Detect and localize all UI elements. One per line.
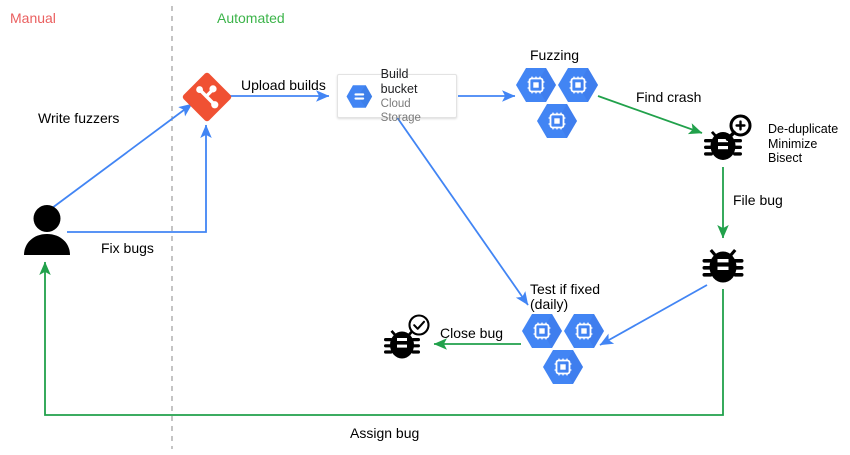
node-label-test-if-fixed: Test if fixed <box>530 281 601 297</box>
node-build-bucket[interactable]: Build bucket Cloud Storage <box>337 67 457 124</box>
edge-label-close-bug: Close bug <box>440 325 504 341</box>
edge-label-find-crash: Find crash <box>636 89 702 105</box>
compute-engine-hexagon-icon[interactable] <box>543 350 583 384</box>
edge-label-upload-builds: Upload builds <box>241 77 326 93</box>
node-developer[interactable] <box>22 203 72 256</box>
build-bucket-subtitle: Cloud Storage <box>380 98 421 124</box>
build-bucket-title: Build bucket <box>380 67 418 96</box>
compute-engine-hexagon-icon[interactable] <box>564 314 604 348</box>
compute-engine-hexagon-icon[interactable] <box>558 68 598 102</box>
node-label-triage-bisect: Bisect <box>768 151 803 165</box>
cloud-storage-icon <box>346 84 373 108</box>
fuzzing-hexagon-group <box>516 68 598 138</box>
zone-label-manual: Manual <box>10 10 56 26</box>
edge-write-fuzzers <box>43 103 193 215</box>
edge-find-crash <box>597 95 703 135</box>
node-label-test-if-fixed-daily: (daily) <box>530 296 569 312</box>
zone-label-automated: Automated <box>217 10 285 26</box>
edge-label-write-fuzzers: Write fuzzers <box>38 110 120 126</box>
node-label-triage-deduplicate: De-duplicate <box>768 122 839 136</box>
bug-check-icon <box>384 314 430 359</box>
edge-label-fix-bugs: Fix bugs <box>101 240 154 256</box>
verify-hexagon-group <box>522 314 604 384</box>
edge-build-to-verify <box>393 112 529 306</box>
node-git[interactable] <box>182 72 232 122</box>
node-fuzzing-cluster[interactable] <box>514 66 600 140</box>
node-verify-cluster[interactable] <box>520 312 606 386</box>
node-crash-triage[interactable] <box>700 112 756 168</box>
bug-icon <box>702 249 744 283</box>
person-icon <box>24 205 70 255</box>
compute-engine-hexagon-icon[interactable] <box>537 104 577 138</box>
edge-assign-bug <box>39 261 724 416</box>
edge-label-file-bug: File bug <box>733 192 783 208</box>
node-filed-bug[interactable] <box>697 238 749 290</box>
compute-engine-hexagon-icon[interactable] <box>522 314 562 348</box>
node-closed-bug[interactable] <box>380 312 434 366</box>
edge-fix-bugs <box>67 124 212 233</box>
git-diamond-icon <box>182 72 232 122</box>
compute-engine-hexagon-icon[interactable] <box>516 68 556 102</box>
edge-label-assign-bug: Assign bug <box>350 425 420 441</box>
node-label-triage-minimize: Minimize <box>768 136 818 151</box>
bug-magnifier-icon <box>704 114 752 160</box>
edge-bug-to-verify <box>599 284 708 346</box>
node-label-fuzzing: Fuzzing <box>530 47 580 63</box>
